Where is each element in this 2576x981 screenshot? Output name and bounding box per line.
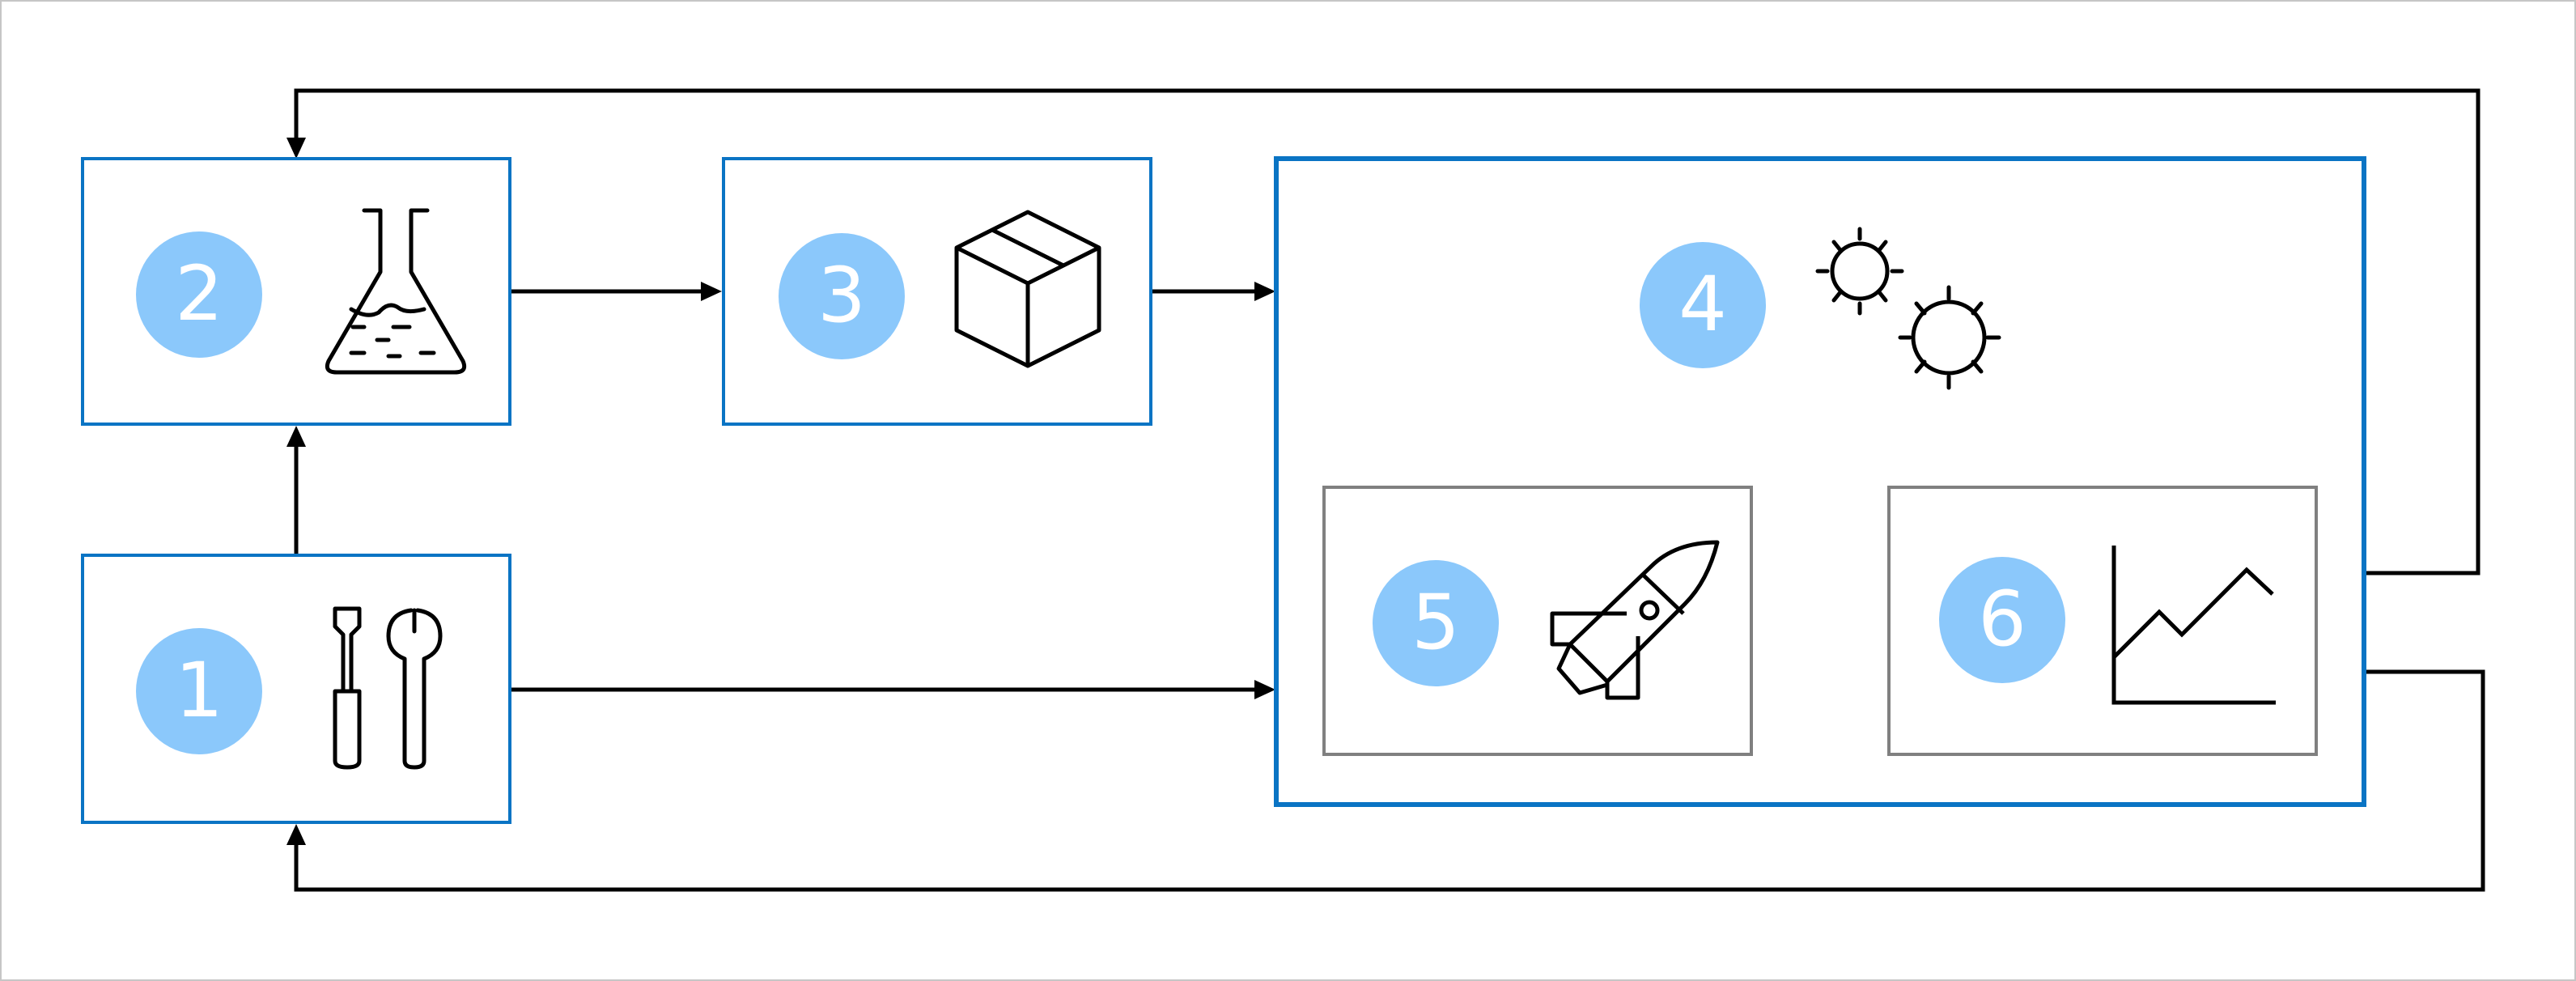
step-number-4: 4 — [1678, 261, 1727, 349]
step-number-3: 3 — [817, 252, 866, 340]
package-box-icon — [950, 207, 1104, 377]
step-number-5: 5 — [1411, 579, 1460, 667]
flask-icon — [319, 206, 473, 376]
step-badge-3: 3 — [779, 233, 905, 359]
step-box-2: 2 — [81, 157, 511, 426]
arrowhead-feedback-to-2 — [286, 138, 306, 159]
arrow-6-to-2-feedback — [294, 88, 2481, 575]
arrowhead-3-to-4 — [1254, 282, 1275, 301]
arrowhead-feedback-to-1 — [286, 824, 306, 845]
step-number-1: 1 — [175, 647, 223, 735]
step-box-3: 3 — [722, 157, 1152, 426]
step-badge-6: 6 — [1939, 557, 2065, 683]
step-badge-2: 2 — [136, 231, 262, 358]
step-box-6: 6 — [1887, 486, 2318, 756]
step-badge-5: 5 — [1373, 560, 1499, 686]
step-number-2: 2 — [175, 250, 223, 338]
rocket-icon — [1546, 536, 1724, 714]
line-chart-icon — [2107, 541, 2285, 711]
step-number-6: 6 — [1978, 575, 2026, 664]
step-badge-1: 1 — [136, 628, 262, 754]
tools-icon — [327, 602, 473, 772]
gears-icon — [1808, 224, 2010, 394]
step-box-1: 1 — [81, 554, 511, 824]
arrowhead-1-to-4 — [1254, 680, 1275, 699]
arrowhead-2-to-3 — [701, 282, 722, 301]
step-box-5: 5 — [1322, 486, 1753, 756]
step-badge-4: 4 — [1640, 242, 1766, 368]
arrow-6-to-1-feedback — [294, 669, 2485, 892]
arrowhead-1-to-2 — [286, 426, 306, 447]
